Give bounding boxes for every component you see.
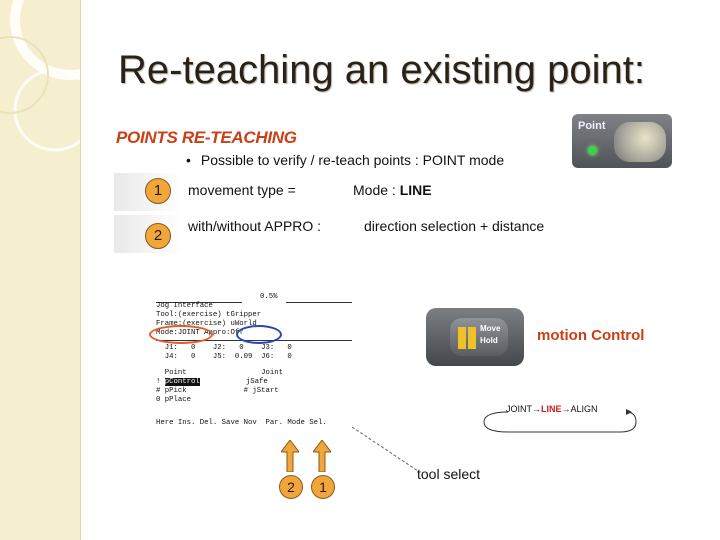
cycle-line: LINE — [541, 404, 562, 414]
bullet-item: • Possible to verify / re-teach points : … — [186, 152, 504, 168]
led-indicator-icon — [588, 146, 597, 155]
move-label: Move — [480, 324, 501, 333]
cycle-joint: JOINT — [506, 404, 532, 414]
move-hold-button[interactable]: Move Hold — [426, 308, 524, 366]
row-1-label: movement type = — [188, 182, 296, 198]
screen-line-3: Frame:(exercise) uWorld — [156, 320, 257, 328]
speed-readout: 0.5% — [260, 293, 278, 301]
hold-label: Hold — [480, 336, 498, 345]
joint-mode-highlight — [149, 325, 213, 344]
pause-icon — [458, 327, 466, 349]
screen-rule-top-left — [156, 302, 242, 303]
softkey-row: Here Ins. Del. Save Nov Par. Mode Sel. — [156, 419, 327, 427]
row-1-value: Mode : LINE — [353, 182, 432, 198]
pause-icon-bar — [468, 327, 476, 349]
screen-line-1: Jog Interface — [156, 302, 213, 310]
cycle-arrow-1: → — [532, 404, 541, 414]
row-1-value-prefix: Mode : — [353, 182, 400, 198]
decorative-left-band — [0, 0, 80, 540]
row-2-label: with/without APPRO : — [188, 218, 322, 234]
screen-line-joints-1: J1: 0 J2: 0 J3: 0 — [156, 344, 292, 352]
screen-rule-top-right — [286, 302, 352, 303]
move-hold-face: Move Hold — [450, 318, 508, 356]
bullet-text: Possible to verify / re-teach points : P… — [200, 152, 505, 168]
number-badge-2: 2 — [145, 223, 171, 249]
joint-first: jSafe — [245, 378, 268, 386]
cycle-loop-arrow-icon — [483, 409, 637, 433]
decorative-circles-graphic — [0, 0, 80, 152]
screen-line-sel-marker: ! — [156, 378, 161, 386]
mode-cycle-text: JOINT→LINE→ALIGN — [506, 404, 598, 414]
number-badge-1: 1 — [145, 178, 171, 204]
bullet-marker: • — [186, 152, 191, 168]
screen-line-columns: Point Joint — [156, 369, 283, 377]
screen-line-joints-2: J4: 0 J5: 0.09 J6: 0 — [156, 353, 292, 361]
point-mode-button[interactable]: Point — [572, 114, 672, 168]
pendant-screen: 0.5% Jog Interface Tool:(exercise) tGrip… — [149, 292, 355, 432]
point-pcontrol-selected: pControl — [164, 378, 200, 386]
screen-line-pplace: 0 pPlace — [156, 396, 192, 404]
band-divider — [80, 0, 81, 540]
screen-line-2: Tool:(exercise) tGripper — [156, 311, 262, 319]
bottom-badge-2: 2 — [279, 475, 303, 499]
screen-line-sel: ! pControl jSafe — [156, 378, 268, 388]
arrow-up-icon — [313, 440, 331, 472]
tool-select-label: tool select — [417, 466, 481, 482]
motion-control-label: motion Control — [537, 327, 645, 344]
row-1-value-bold: LINE — [399, 182, 432, 198]
cycle-arrow-2: → — [561, 404, 571, 414]
screen-line-ppick: # pPick # jStart — [156, 387, 279, 395]
point-button-label: Point — [578, 120, 606, 132]
cycle-align: ALIGN — [570, 404, 598, 414]
row-2-value: direction selection + distance — [364, 218, 545, 234]
appro-highlight — [236, 325, 282, 344]
arrow-up-icon — [281, 440, 299, 472]
slide-title: Re-teaching an existing point: — [118, 48, 645, 92]
bottom-badge-1: 1 — [311, 475, 335, 499]
knob-icon — [614, 122, 666, 162]
section-heading: POINTS RE-TEACHING — [116, 128, 297, 147]
connector-line — [351, 426, 419, 472]
